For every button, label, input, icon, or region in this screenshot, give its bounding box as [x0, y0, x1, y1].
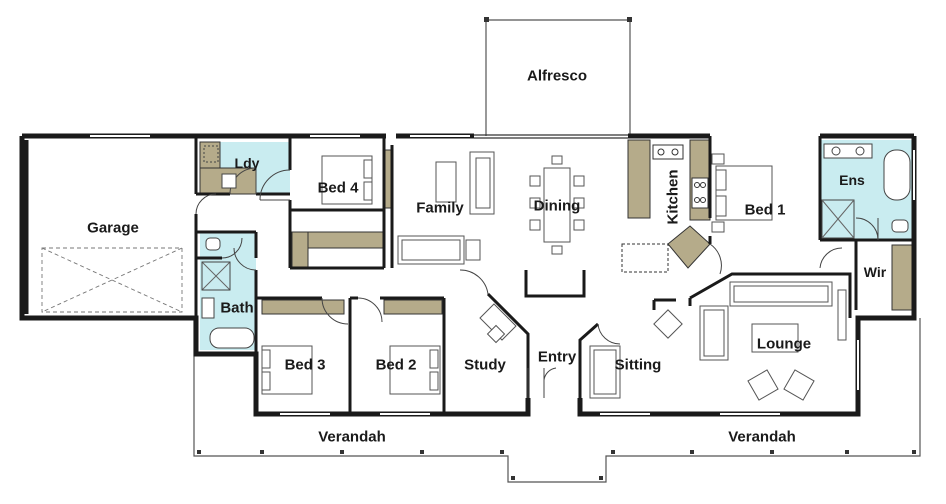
beds — [261, 153, 773, 395]
laundry-dryer — [203, 145, 219, 163]
kitchen-corner-bench — [667, 225, 711, 269]
bathroom-fittings — [201, 143, 911, 349]
label-wir: Wir — [863, 264, 887, 280]
fridge-space — [621, 243, 669, 273]
label-verandah-right: Verandah — [728, 428, 796, 446]
label-lounge: Lounge — [756, 335, 812, 353]
study-furniture — [479, 303, 517, 344]
garage-car-outline — [41, 247, 183, 313]
ensuite-toilet — [891, 219, 909, 233]
ensuite-tub — [883, 149, 911, 201]
ensuite-vanity — [823, 143, 873, 159]
kitchen-bench — [627, 139, 651, 219]
alfresco-outline — [485, 19, 631, 136]
label-alfresco: Alfresco — [526, 67, 588, 85]
label-bed3: Bed 3 — [284, 356, 326, 374]
label-laundry: Ldy — [234, 155, 260, 171]
label-sitting: Sitting — [614, 356, 662, 374]
hall-linen-a — [291, 231, 309, 269]
label-study: Study — [464, 356, 506, 374]
hall-linen-b — [307, 231, 385, 249]
internal-walls — [194, 136, 912, 414]
kitchen-sink — [652, 144, 684, 160]
label-ensuite: Ens — [839, 172, 865, 188]
label-bed4: Bed 4 — [317, 179, 359, 197]
label-bath: Bath — [220, 299, 254, 317]
cooktop — [691, 177, 709, 209]
lounge-armchair-b — [783, 369, 815, 401]
label-bed1: Bed 1 — [744, 201, 786, 219]
lounge-coffee-table — [751, 323, 799, 353]
bath-vanity — [201, 297, 215, 319]
powder-toilet — [205, 237, 221, 251]
wir-robe — [891, 244, 913, 311]
alfresco-posts — [484, 17, 632, 22]
family-side-table — [465, 239, 481, 261]
dining-table-set — [529, 155, 585, 255]
label-verandah-left: Verandah — [318, 428, 386, 446]
kitchen-fittings — [621, 144, 709, 273]
windows — [90, 135, 915, 415]
bath-tub — [209, 327, 255, 349]
label-garage: Garage — [87, 219, 139, 237]
lounge-tv-unit — [837, 289, 847, 341]
alfresco-sliding-door — [474, 134, 628, 139]
label-kitchen: Kitchen — [664, 169, 682, 225]
lounge-furniture — [653, 281, 847, 401]
door-swings — [195, 167, 879, 398]
verandah-outline — [193, 318, 921, 483]
label-bed2: Bed 2 — [375, 356, 417, 374]
bed3-robe — [261, 299, 345, 315]
ensuite-shower — [821, 199, 855, 239]
hall-armchair — [653, 309, 683, 339]
sitting-furniture — [589, 345, 621, 399]
bed2-robe — [383, 299, 443, 315]
verandah-posts — [197, 450, 916, 480]
label-dining: Dining — [533, 197, 581, 215]
family-armchair — [435, 161, 457, 203]
laundry-tub — [221, 173, 237, 189]
lounge-armchair-a — [747, 369, 779, 401]
label-family: Family — [416, 199, 464, 217]
label-entry: Entry — [537, 348, 577, 366]
family-furniture — [397, 151, 495, 265]
